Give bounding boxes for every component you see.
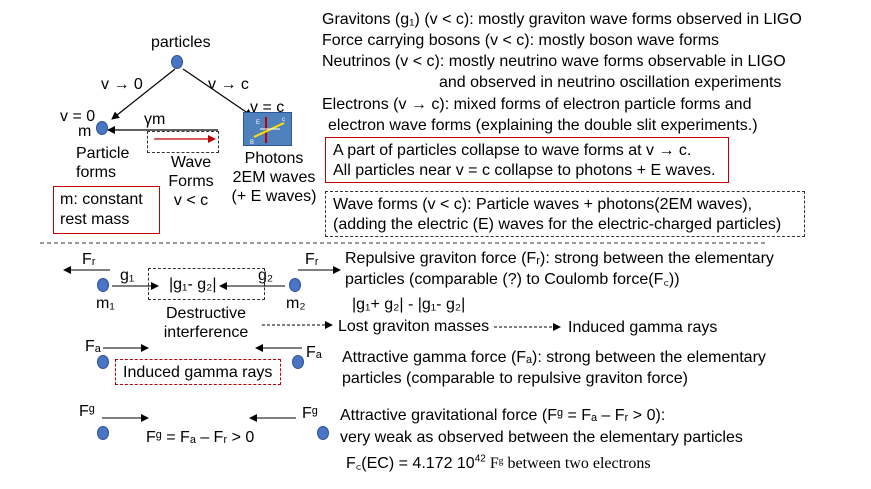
fa-right-label: Fₐ (306, 344, 322, 361)
collapse-box: A part of particles collapse to wave for… (325, 137, 729, 183)
gamma-m-label: γm (144, 111, 166, 128)
particle-forms-label: Particle forms (76, 145, 130, 181)
fg-equation-label: Fᵍ = Fₐ – Fᵣ > 0 (146, 429, 255, 446)
fg-left-dot (97, 426, 109, 440)
em-wave-icon: E B c (250, 117, 285, 146)
neutrinos-line: Neutrinos (v < c): mostly neutrino wave … (322, 53, 786, 70)
photon-b-label: B (250, 140, 254, 146)
m2-dot (289, 278, 301, 292)
fa-left-label: Fₐ (85, 338, 101, 355)
constant-mass-box: m: constant rest mass (53, 186, 160, 234)
fg-left-label: Fᵍ (79, 403, 95, 420)
wave-forms-box: Wave forms (v < c): Particle waves + pho… (325, 191, 805, 237)
fr-right-label: Fᵣ (305, 251, 319, 268)
photon-c-label: c (282, 117, 285, 123)
photon-icon: E B c (243, 112, 292, 146)
bosons-line: Force carrying bosons (v < c): mostly bo… (322, 32, 720, 49)
induced-gamma-rays-box: Induced gamma rays (115, 359, 281, 385)
v-equals-0-label: v = 0 (60, 108, 96, 125)
repulsive-force-text: Repulsive graviton force (Fᵣ): strong be… (345, 250, 774, 288)
gravitational-force-text: Attractive gravitational force (Fᵍ = Fₐ … (340, 407, 743, 446)
electrons-line: Electrons (v → c): mixed forms of electr… (322, 96, 752, 113)
gamma-left-dot (97, 355, 109, 369)
fg-right-dot (317, 426, 329, 440)
v-to-0-label: v → 0 (101, 76, 143, 93)
wave-forms-label: Wave Forms v < c (168, 154, 214, 209)
gamma-right-dot (292, 355, 304, 369)
photon-e-label: E (256, 120, 260, 126)
m2-label: m₂ (286, 295, 306, 312)
fr-left-label: Fᵣ (82, 251, 96, 268)
m1-label: m₁ (96, 295, 115, 312)
mass-m-label: m (78, 123, 92, 140)
v-to-c-label: v → c (208, 76, 249, 93)
destructive-interference-label: Destructive interference (163, 305, 249, 341)
ratio-prefix: F꜀(EC) = 4.172 10 (346, 455, 475, 472)
g2-label: g₂ (258, 267, 274, 284)
sum-difference-label: |g₁+ g₂| - |g₁- g₂| (352, 296, 466, 313)
particle-form-dot (96, 121, 108, 135)
photons-label: Photons 2EM waves (+ E waves) (231, 150, 317, 205)
v-equals-c-label: v = c (250, 99, 285, 116)
difference-box: |g₁- g₂| (148, 268, 265, 300)
wave-arrow-icon (154, 135, 216, 143)
m1-dot (97, 278, 109, 292)
induced-gamma-rays-label: Induced gamma rays (568, 319, 718, 336)
ratio-exponent: 42 (474, 453, 486, 465)
lost-graviton-masses-label: Lost graviton masses (338, 318, 490, 335)
ratio-suffix: Fᵍ between two electrons (485, 455, 651, 472)
wave-form-box (147, 131, 219, 153)
neutrino-oscillation-line: and observed in neutrino oscillation exp… (439, 74, 782, 91)
coulomb-ratio-line: F꜀(EC) = 4.172 1042 Fᵍ between two elect… (346, 454, 651, 473)
g1-label: g₁ (120, 267, 135, 284)
gravitons-line: Gravitons (g₁) (v < c): mostly graviton … (322, 11, 802, 28)
attractive-gamma-force-text: Attractive gamma force (Fₐ): strong betw… (342, 349, 766, 387)
particle-dot (171, 55, 183, 69)
fg-right-label: Fᵍ (302, 405, 318, 422)
electron-waves-line: electron wave forms (explaining the doub… (328, 117, 758, 134)
particles-label: particles (151, 34, 211, 51)
